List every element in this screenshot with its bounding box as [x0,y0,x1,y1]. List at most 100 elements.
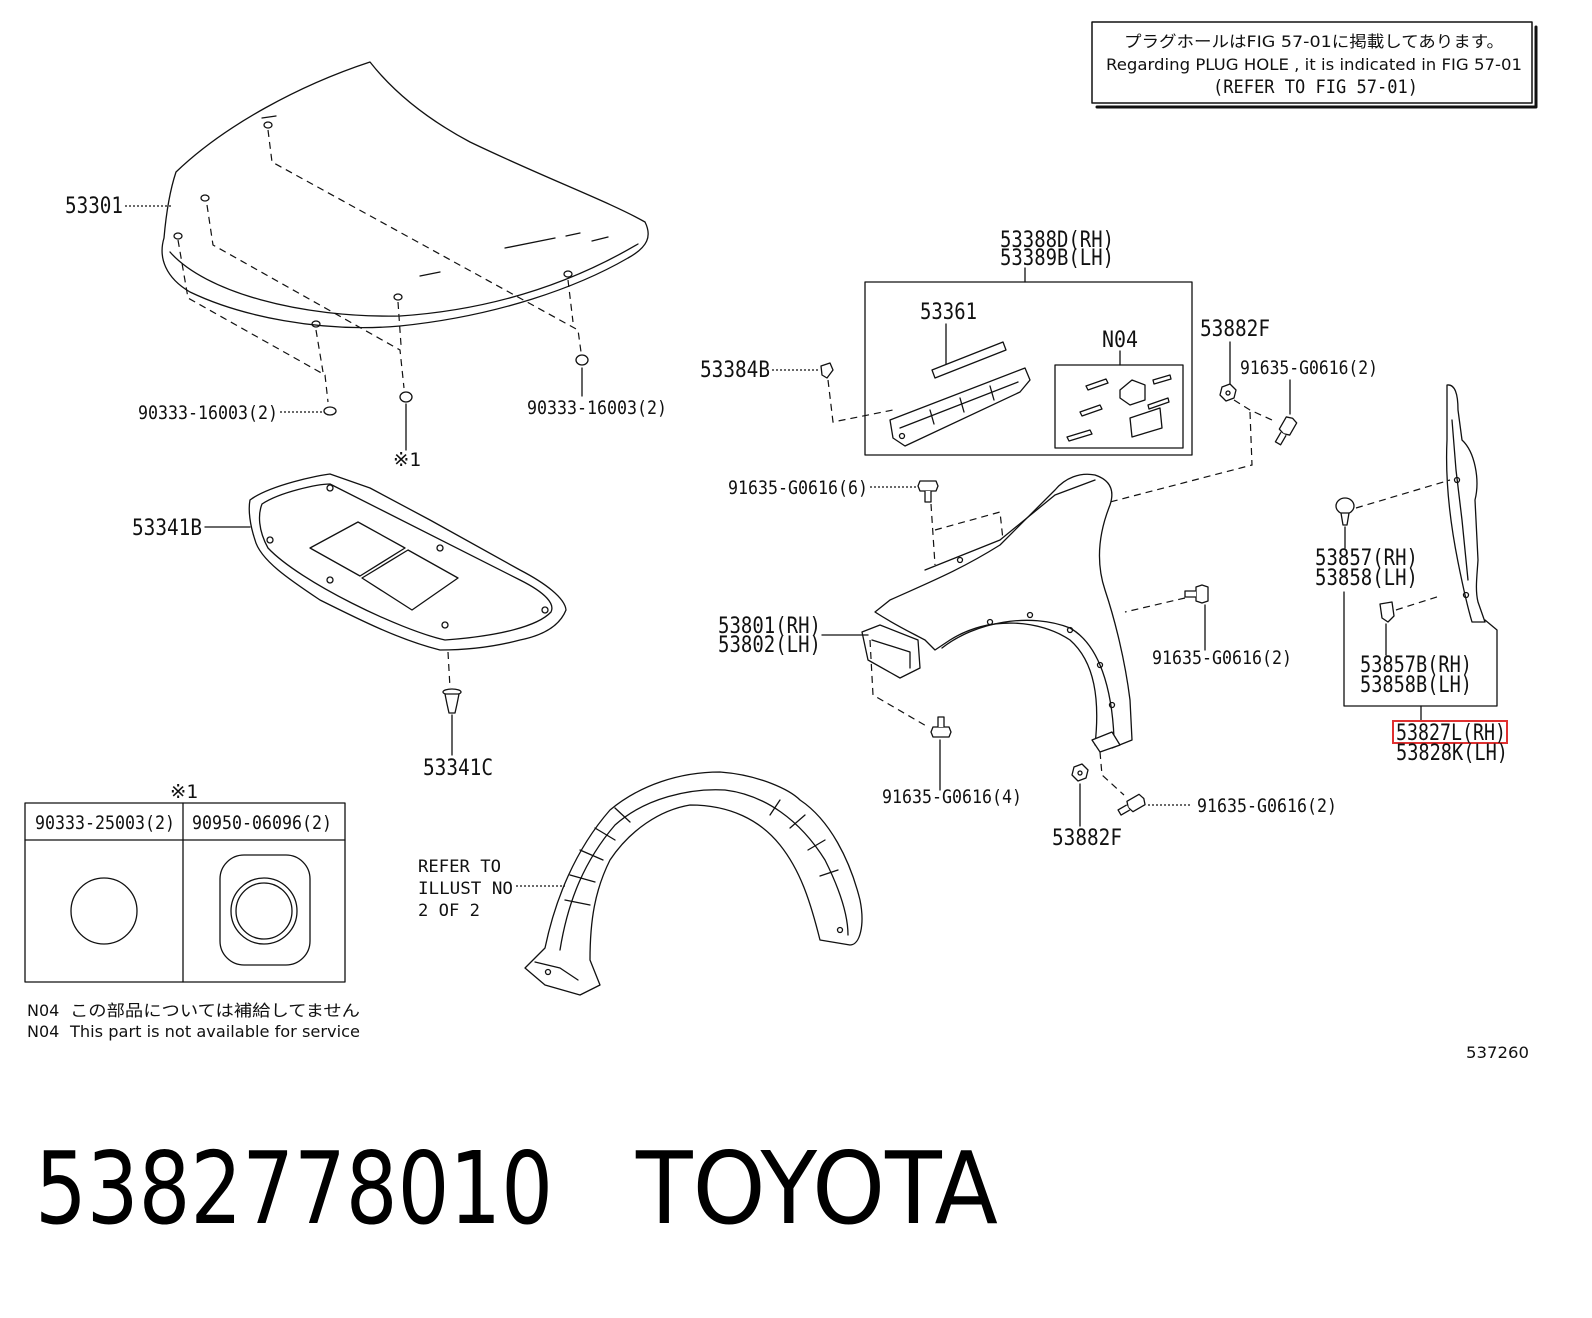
callout-clip-front[interactable]: 53384B [700,358,770,383]
front-clip-shape [820,362,834,379]
washer-upper-shape [1219,383,1237,402]
notice-line-ref: (REFER TO FIG 57-01) [1213,76,1418,98]
ref-table-mark: ※1 [170,781,198,803]
callout-fender-lh[interactable]: 53802(LH) [718,633,821,658]
bolt-fender-top-shape [917,480,939,503]
callout-n04-group: N04 [1102,328,1138,353]
fender-outline [874,473,1133,749]
ref-table-col1[interactable]: 90333-25003(2) [35,812,175,834]
callout-fender-seal-rh[interactable]: 53827L(RH) [1396,721,1506,746]
hood-surface-marks [261,115,609,277]
callout-clip-seal-b-rh[interactable]: 53857B(RH) [1360,653,1472,678]
fender-mid-bolt: 91635-G0616(2) [1124,584,1292,669]
front-clip-53384b: 53384B [700,358,894,423]
footnote-en-code: N04 [27,1022,59,1041]
caption: 5382778010 TOYOTA [35,1130,998,1247]
callout-hood-clip-left[interactable]: 90333-16003(2) [138,402,278,424]
callout-bolt-fender-rear[interactable]: 91635-G0616(2) [1197,795,1337,817]
callout-insulator[interactable]: 53341B [132,516,202,541]
figure-number: 537260 [1466,1043,1529,1062]
hood-insulator: 53341B 53341C [132,473,567,781]
callout-seal-set-rh[interactable]: 53388D(RH) [1000,228,1114,253]
hole-plug-square [219,854,311,966]
washer-fender-guide [1109,411,1253,503]
n04-frame [1054,364,1184,449]
clip-seal-shape [1335,497,1355,526]
washer-lower-guide [1099,751,1125,796]
hole-plug-round [70,877,138,945]
callout-hood-clip-right[interactable]: 90333-16003(2) [527,397,667,419]
footnote-ja-code: N04 [27,1001,59,1020]
callout-clip-seal-b-lh[interactable]: 53858B(LH) [1360,673,1472,698]
seal-set-frame [864,281,1193,456]
hood-dashed-guides [177,129,582,403]
insulator-outline [248,473,567,651]
lower-washer-bolt: 53882F 91635-G0616(2) [1052,751,1337,851]
clip-seal-b-shape [1379,601,1395,623]
fender-seal-assembly: 53857(RH) 53858(LH) 53857B(RH) 53858B(LH… [1315,384,1508,766]
insulator-clip [442,688,462,714]
insulator-inner-rim [258,483,553,641]
front-clip-guide [827,379,894,423]
fender-liner-inner-edge [559,789,849,951]
hood-cushion-right [575,354,589,366]
fender-seal-strip [1445,384,1486,623]
insulator-window-right [361,549,459,611]
fender-rear-tab [1091,731,1121,753]
footnotes: N04 この部品については補給してません N04 This part is no… [27,1001,360,1041]
bolt-upper-shape [1274,416,1298,446]
callout-washer-upper[interactable]: 53882F [1200,317,1270,342]
fender-top-bolt: 91635-G0616(6) [728,477,1004,566]
fender-liner-ribs [534,799,844,981]
callout-clip-seal-lh[interactable]: 53858(LH) [1315,566,1418,591]
fender-holes [956,556,1116,709]
liner-ref-line-3: 2 OF 2 [418,901,480,921]
bolt-fender-mid-shape [1184,584,1209,604]
ref-table-frame [24,802,346,983]
fender-front-bracket [861,624,921,679]
fender-top-flange [924,479,1096,571]
caption-brand: TOYOTA [635,1130,998,1247]
notice-box-frame [1091,21,1533,104]
notice-line-ja: プラグホールはFIG 57-01に掲載してあります。 [1124,32,1504,51]
liner-ref-line-1: REFER TO [418,857,501,877]
callout-clip-seal-rh[interactable]: 53857(RH) [1315,546,1418,571]
fender-top-guide [934,511,1004,541]
seal-bracket [889,367,1031,447]
ref-table-col2[interactable]: 90950-06096(2) [192,812,332,834]
front-fender: 53801(RH) 53802(LH) [718,473,1133,753]
insulator-clip-holes [266,484,549,629]
caption-part-number: 5382778010 [35,1130,553,1247]
fender-liner-outline [524,771,863,996]
callout-bolt-fender-lower[interactable]: 91635-G0616(4) [882,786,1022,808]
hood-assembly: 53301 90333-16003(2) 90333-16003(2) ※1 [65,61,667,471]
callout-fender-seal-lh[interactable]: 53828K(LH) [1396,741,1508,766]
hood-front-edge [169,243,639,317]
footnote-en-text: This part is not available for service [69,1022,360,1041]
bolt-fender-top-guide [930,503,936,566]
fender-seal-bracket [1343,591,1498,707]
insulator-window-left [309,521,406,577]
callout-insulator-clip[interactable]: 53341C [423,756,493,781]
bolt-fender-lower-shape [930,716,952,738]
hood-cushion-center [399,391,413,403]
callout-bolt-fender-mid[interactable]: 91635-G0616(2) [1152,647,1292,669]
callout-fender-rh[interactable]: 53801(RH) [718,614,821,639]
callout-seal[interactable]: 53361 [920,300,977,325]
notice-box-shadow [1095,25,1538,109]
callout-hood[interactable]: 53301 [65,194,123,219]
hood-holes [173,121,573,328]
upper-washer-bolt: 53882F 91635-G0616(2) [1109,317,1378,503]
washer-lower-shape [1071,763,1089,782]
insulator-clip-guide [447,651,451,689]
fender-seal-rib [1451,419,1469,581]
callout-washer-lower[interactable]: 53882F [1052,826,1122,851]
callout-seal-set-lh[interactable]: 53389B(LH) [1000,246,1114,271]
seal-set: 53388D(RH) 53389B(LH) 53361 N04 [864,228,1193,456]
callout-bolt-upper[interactable]: 91635-G0616(2) [1240,357,1378,379]
liner-ref-line-2: ILLUST NO [418,879,513,899]
callout-bolt-fender-top[interactable]: 91635-G0616(6) [728,477,868,499]
hood-cushion-left [323,406,337,416]
footnote-ja-text: この部品については補給してません [70,1001,360,1020]
